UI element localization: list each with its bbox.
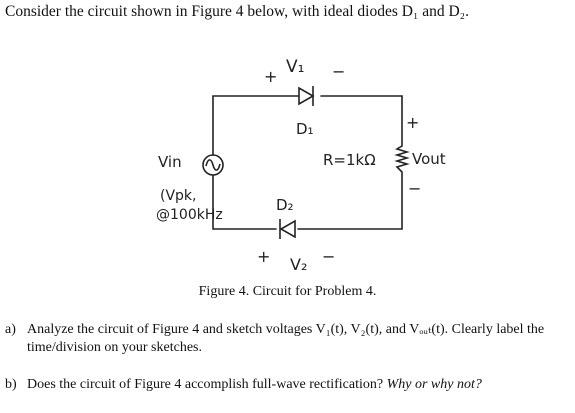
d2-label: D₂ (276, 196, 294, 214)
top-wire (212, 95, 299, 156)
question-b: b) Does the circuit of Figure 4 accomplis… (5, 377, 482, 393)
frequency-label: @100kHz (156, 207, 223, 223)
bottom-wire-right (297, 171, 403, 230)
top-wire-right (320, 95, 403, 147)
vpk-label: (Vpk, (160, 188, 196, 204)
vout-plus-label: + (406, 113, 419, 132)
circuit-figure: + V₁ − D₁ Vin (Vpk, @100kHz R=1kΩ + Vout… (156, 57, 446, 274)
vin-label: Vin (158, 153, 182, 171)
v1-plus-label: + (264, 67, 277, 86)
bottom-wire (212, 175, 277, 230)
question-b-main: Does the circuit of Figure 4 accomplish … (27, 377, 384, 392)
v1-label: V₁ (286, 57, 304, 77)
question-b-text: Does the circuit of Figure 4 accomplish … (27, 377, 482, 393)
v1-minus-label: − (332, 62, 345, 81)
v2-plus-label: + (257, 247, 270, 266)
diode-d2-symbol (279, 219, 296, 239)
figure-caption: Figure 4. Circuit for Problem 4. (198, 284, 377, 299)
resistor-symbol (394, 145, 410, 173)
vout-minus-label: − (408, 179, 421, 198)
diode-d1-symbol (298, 86, 315, 106)
problem-intro: Consider the circuit shown in Figure 4 b… (5, 3, 469, 20)
question-a-text: Analyze the circuit of Figure 4 and sket… (27, 322, 545, 355)
v2-label: V₂ (290, 255, 307, 274)
v2-minus-label: − (322, 247, 335, 266)
vout-label: Vout (412, 150, 446, 168)
ac-source-symbol (202, 154, 224, 176)
resistor-label: R=1kΩ (323, 151, 376, 169)
d1-label: D₁ (296, 120, 314, 138)
question-b-italic: Why or why not? (386, 377, 482, 392)
question-a: a) Analyze the circuit of Figure 4 and sk… (5, 321, 573, 357)
question-b-label: b) (5, 377, 17, 392)
question-a-label: a) (5, 322, 16, 337)
